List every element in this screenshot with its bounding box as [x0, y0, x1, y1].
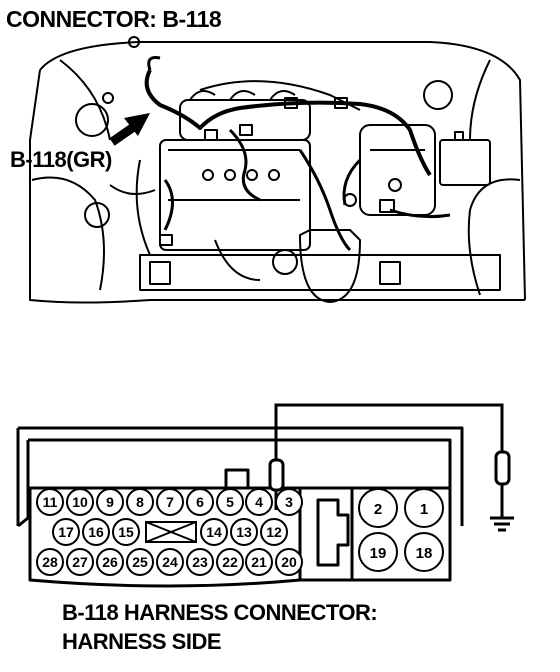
caption-line-1: B-118 HARNESS CONNECTOR:	[62, 600, 378, 625]
caption-line-2: HARNESS SIDE	[62, 629, 222, 654]
svg-text:19: 19	[370, 545, 387, 562]
b118-callout-label: B-118(GR)	[10, 147, 112, 172]
pin-27: 27	[66, 548, 94, 576]
svg-text:10: 10	[72, 494, 88, 510]
pin-2: 2	[358, 488, 398, 528]
pin-19: 19	[358, 532, 398, 572]
callout-arrow	[109, 113, 150, 146]
svg-text:9: 9	[106, 494, 114, 510]
svg-text:22: 22	[222, 554, 238, 570]
svg-text:13: 13	[236, 524, 252, 540]
svg-text:11: 11	[43, 494, 58, 510]
connector-caption: B-118 HARNESS CONNECTOR: HARNESS SIDE	[62, 598, 378, 656]
pin-20: 20	[275, 548, 303, 576]
svg-text:25: 25	[132, 554, 148, 570]
svg-text:26: 26	[102, 554, 118, 570]
svg-text:12: 12	[266, 524, 282, 540]
pin-11: 11	[36, 488, 64, 516]
svg-text:7: 7	[166, 494, 174, 510]
svg-text:23: 23	[192, 554, 208, 570]
svg-text:4: 4	[255, 494, 263, 510]
connector-housing	[16, 426, 464, 588]
pin-8: 8	[126, 488, 154, 516]
svg-text:21: 21	[251, 554, 267, 570]
svg-text:24: 24	[162, 554, 178, 570]
pin-17: 17	[52, 518, 80, 546]
svg-text:5: 5	[226, 494, 234, 510]
pin-10: 10	[66, 488, 94, 516]
pin-26: 26	[96, 548, 124, 576]
pin-6: 6	[186, 488, 214, 516]
pin-24: 24	[156, 548, 184, 576]
svg-text:3: 3	[285, 494, 293, 510]
pin-5: 5	[216, 488, 244, 516]
pin-23: 23	[186, 548, 214, 576]
pin-1: 1	[404, 488, 444, 528]
pin-4: 4	[245, 488, 273, 516]
pin-13: 13	[230, 518, 258, 546]
pin-21: 21	[245, 548, 273, 576]
svg-text:2: 2	[374, 501, 382, 518]
svg-text:18: 18	[416, 545, 433, 562]
pin-12: 12	[260, 518, 288, 546]
svg-text:27: 27	[72, 554, 88, 570]
svg-text:16: 16	[88, 524, 104, 540]
pin-9: 9	[96, 488, 124, 516]
svg-text:20: 20	[281, 554, 297, 570]
pin-28: 28	[36, 548, 64, 576]
pin-7: 7	[156, 488, 184, 516]
svg-text:17: 17	[58, 524, 74, 540]
svg-text:28: 28	[42, 554, 58, 570]
svg-text:8: 8	[136, 494, 144, 510]
blank-cavity	[145, 521, 197, 543]
ground-symbol	[490, 516, 514, 532]
pin-18: 18	[404, 532, 444, 572]
pin-22: 22	[216, 548, 244, 576]
test-probe-lead	[268, 403, 511, 518]
page-title: CONNECTOR: B-118	[6, 6, 222, 32]
pin-14: 14	[200, 518, 228, 546]
svg-text:6: 6	[196, 494, 204, 510]
pin-16: 16	[82, 518, 110, 546]
svg-text:1: 1	[420, 501, 428, 518]
pin-15: 15	[112, 518, 140, 546]
pin-3: 3	[275, 488, 303, 516]
svg-text:14: 14	[206, 524, 222, 540]
pin-25: 25	[126, 548, 154, 576]
svg-text:15: 15	[118, 524, 134, 540]
